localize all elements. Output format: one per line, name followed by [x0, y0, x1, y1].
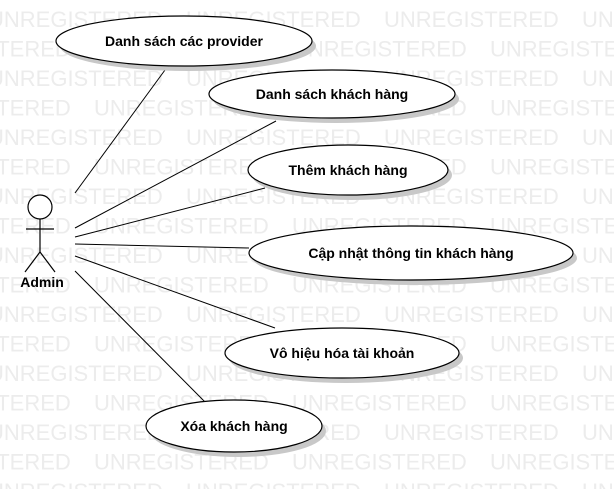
watermark-text: UNREGISTERED — [0, 184, 163, 209]
watermark-text: UNREGISTERED — [292, 37, 467, 62]
watermark-text: UNREGISTERED — [0, 450, 71, 475]
use-case-ellipse — [55, 15, 313, 67]
use-case-ellipse — [145, 399, 323, 453]
watermark-text: UNREGISTERED — [0, 332, 71, 357]
watermark-text: UNREGISTERED — [94, 214, 269, 239]
watermark-text: UNREGISTERED — [490, 37, 614, 62]
use-case-label: Thêm khách hàng — [288, 162, 407, 178]
watermark-text: UNREGISTERED — [0, 420, 163, 445]
watermark-text: UNREGISTERED — [384, 302, 559, 327]
actor-admin[interactable]: Admin — [20, 194, 64, 290]
watermark-text: UNREGISTERED — [0, 155, 71, 180]
watermark-text: UNREGISTERED — [490, 332, 614, 357]
use-case-label: Vô hiệu hóa tài khoản — [270, 345, 415, 361]
watermark-text: UNREGISTERED — [582, 479, 614, 489]
watermark-text: UNREGISTERED — [0, 391, 71, 416]
association-line-disable-account — [74, 255, 276, 329]
actor-head — [27, 194, 53, 220]
actor-right-leg — [39, 251, 56, 273]
watermark-text: UNREGISTERED — [94, 155, 269, 180]
watermark-text: UNREGISTERED — [582, 125, 614, 150]
watermark-text: UNREGISTERED — [0, 361, 163, 386]
use-case-ellipse — [247, 144, 449, 196]
watermark-text: UNREGISTERED — [582, 184, 614, 209]
use-case-label: Xóa khách hàng — [180, 418, 287, 434]
association-line-update-customer — [74, 243, 250, 249]
association-line-delete-customer — [74, 270, 210, 407]
use-case-add-customer[interactable]: Thêm khách hàng — [247, 144, 452, 200]
watermark-text: UNREGISTERED — [0, 302, 163, 327]
actor-left-leg — [24, 251, 41, 273]
association-line-provider-list — [74, 69, 166, 194]
use-case-ellipse — [208, 69, 456, 119]
watermark-text: UNREGISTERED — [582, 361, 614, 386]
watermark-text: UNREGISTERED — [0, 479, 163, 489]
associations — [74, 69, 277, 407]
watermark-text: UNREGISTERED — [0, 96, 71, 121]
watermark-text: UNREGISTERED — [582, 66, 614, 91]
watermark-text: UNREGISTERED — [582, 420, 614, 445]
watermark-text: UNREGISTERED — [0, 243, 163, 268]
watermark-text: UNREGISTERED — [582, 243, 614, 268]
watermark-text: UNREGISTERED — [384, 420, 559, 445]
watermark-text: UNREGISTERED — [582, 302, 614, 327]
watermark-text: UNREGISTERED — [0, 125, 163, 150]
use-case-label: Cập nhật thông tin khách hàng — [308, 245, 513, 261]
association-line-customer-list — [74, 120, 277, 229]
watermark-text: UNREGISTERED — [490, 96, 614, 121]
use-case-ellipse — [224, 327, 460, 379]
use-case-provider-list[interactable]: Danh sách các provider — [55, 15, 316, 71]
watermark-text: UNREGISTERED — [292, 450, 467, 475]
watermark-text: UNREGISTERED — [384, 479, 559, 489]
watermark-text: UNREGISTERED — [490, 155, 614, 180]
watermark-text: UNREGISTERED — [384, 7, 559, 32]
use-case-label: Danh sách khách hàng — [256, 86, 408, 102]
watermark-text: UNREGISTERED — [490, 450, 614, 475]
watermark-text: UNREGISTERED — [186, 479, 361, 489]
use-case-disable-account[interactable]: Vô hiệu hóa tài khoản — [224, 327, 463, 383]
watermark-text: UNREGISTERED — [490, 391, 614, 416]
watermark-text: UNREGISTERED — [292, 391, 467, 416]
use-case-label: Danh sách các provider — [105, 33, 264, 49]
use-case-ellipse — [248, 225, 574, 281]
use-case-delete-customer[interactable]: Xóa khách hàng — [145, 399, 326, 457]
watermark-text: UNREGISTERED — [0, 273, 71, 298]
association-line-add-customer — [74, 187, 266, 238]
watermark-text: UNREGISTERED — [582, 7, 614, 32]
watermark-text: UNREGISTERED — [384, 125, 559, 150]
watermark-text: UNREGISTERED — [94, 273, 269, 298]
watermark-text: UNREGISTERED — [0, 66, 163, 91]
use-case-update-customer[interactable]: Cập nhật thông tin khách hàng — [248, 225, 577, 285]
actor-label: Admin — [20, 274, 64, 290]
use-case-customer-list[interactable]: Danh sách khách hàng — [208, 69, 459, 123]
